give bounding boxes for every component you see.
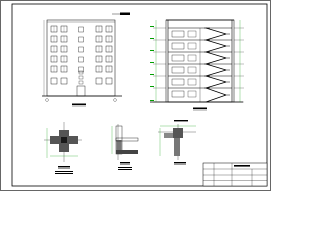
section-level-label — [150, 50, 154, 51]
elevation-stair-window — [78, 56, 84, 63]
elevation-small-window — [78, 75, 84, 80]
detail-a-view — [44, 122, 82, 174]
section-stair-flight — [205, 33, 227, 41]
drawing-sheet — [0, 0, 271, 191]
detail-a-core — [61, 137, 67, 143]
axis-bubble-left — [45, 98, 49, 102]
front-elevation-view — [42, 12, 130, 107]
detail-c-wing-down — [174, 138, 180, 156]
section-door-opening — [187, 90, 197, 98]
elevation-level-label — [120, 12, 130, 15]
elevation-stair-window — [78, 66, 84, 73]
section-door-opening — [187, 30, 197, 38]
elevation-ground-window — [95, 77, 103, 85]
detail-b-slab-hatch — [116, 150, 138, 154]
sheet-outer-border — [0, 0, 271, 191]
elevation-ground-window — [50, 77, 58, 85]
section-stair-flight — [205, 63, 227, 71]
section-level-marks-right — [234, 27, 244, 103]
detail-c-caption-text — [174, 162, 186, 164]
elevation-stair-window — [78, 46, 84, 53]
section-door-opening — [187, 54, 197, 62]
sheet-inner-border — [11, 3, 268, 187]
elevation-windows — [50, 25, 113, 85]
section-stair-flight — [205, 94, 227, 103]
detail-b-note-1 — [118, 167, 132, 168]
elevation-ground-window — [105, 77, 113, 85]
detail-b-wall-hatch — [116, 140, 122, 154]
section-stair-flight — [205, 39, 227, 47]
detail-b-view — [111, 124, 139, 170]
section-stair-flight — [205, 57, 227, 65]
detail-b-note-2 — [118, 169, 132, 170]
section-room-opening — [171, 78, 185, 86]
section-level-label — [150, 100, 154, 101]
section-stair-flight — [205, 51, 227, 59]
section-room-opening — [171, 42, 185, 50]
section-room-opening — [171, 66, 185, 74]
section-stair-flight — [205, 81, 227, 89]
section-stair-flight — [205, 69, 227, 77]
elevation-stair-window — [78, 36, 84, 43]
detail-a-note-1 — [55, 171, 73, 172]
elevation-small-window — [78, 80, 84, 85]
section-door-opening — [187, 42, 197, 50]
title-block-logo-text — [234, 165, 250, 167]
section-stair-flight — [205, 75, 227, 83]
detail-b-caption-text — [120, 162, 130, 164]
section-room-opening — [171, 90, 185, 98]
detail-b-slab — [115, 137, 139, 142]
elevation-entrance-door — [76, 85, 86, 97]
axis-bubble-right — [113, 98, 117, 102]
section-stair-flight — [205, 45, 227, 53]
section-level-label — [150, 74, 154, 75]
detail-c-wing-left — [164, 133, 173, 138]
section-stair-flight — [205, 27, 227, 35]
section-floor-slabs — [168, 27, 232, 103]
section-level-label — [150, 62, 154, 63]
section-door-opening — [187, 78, 197, 86]
detail-c-column — [173, 128, 183, 138]
section-stair-flight — [205, 87, 227, 96]
section-level-label — [150, 86, 154, 87]
stair-section-view — [150, 19, 244, 111]
section-door-opening — [187, 66, 197, 74]
section-level-marks-left — [150, 26, 166, 103]
title-block-frame — [202, 162, 268, 187]
section-room-opening — [171, 54, 185, 62]
detail-c-view — [158, 120, 196, 165]
elevation-stair-window — [78, 26, 84, 33]
section-room-opening — [171, 30, 185, 38]
elevation-small-window — [78, 70, 84, 75]
section-level-label — [150, 38, 154, 39]
section-stair-flights — [204, 27, 230, 103]
section-caption-text — [193, 107, 207, 109]
section-level-label — [150, 26, 154, 27]
detail-c-title-text — [174, 120, 188, 122]
elevation-ground-window — [60, 77, 68, 85]
detail-a-note-2 — [55, 173, 73, 174]
detail-a-caption-text — [58, 166, 70, 168]
elevation-caption-text — [72, 103, 86, 105]
title-block — [202, 162, 268, 187]
